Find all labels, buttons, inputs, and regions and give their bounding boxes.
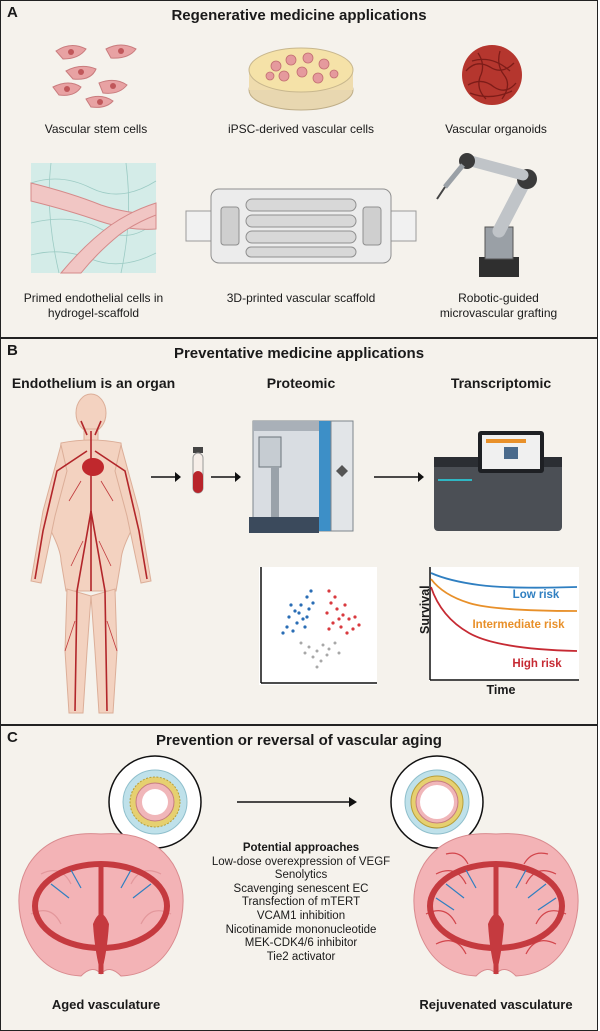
ipsc-caption: iPSC-derived vascular cells xyxy=(227,122,375,136)
stem-cells-icon xyxy=(52,44,137,108)
robot-caption: Robotic-guided microvascular grafting xyxy=(439,291,558,320)
hydrogel-caption: Primed endothelial cells in hydrogel-sca… xyxy=(23,291,164,320)
volcano-plot xyxy=(259,567,377,685)
panel-c: C Prevention or reversal of vascular agi… xyxy=(0,725,598,1031)
organoid-caption: Vascular organoids xyxy=(445,122,547,136)
mass-spectrometer-icon xyxy=(249,420,354,533)
approach-item: VCAM1 inhibition xyxy=(256,909,346,922)
approach-item: Scavenging senescent EC xyxy=(233,882,369,895)
aged-caption: Aged vasculature xyxy=(51,997,161,1012)
panel-title: Preventative medicine applications xyxy=(173,345,425,362)
approach-item: Low-dose overexpression of VEGF xyxy=(211,855,391,868)
panel-label: A xyxy=(7,4,18,21)
rejuvenated-brain-icon xyxy=(413,833,579,977)
approach-item: Senolytics xyxy=(274,869,328,882)
robot-arm-icon xyxy=(436,153,537,277)
approach-item: MEK-CDK4/6 inhibitor xyxy=(244,937,358,950)
petri-dish-icon xyxy=(248,47,354,111)
aged-brain-icon xyxy=(18,833,184,977)
approaches-list: Potential approaches Low-dose overexpres… xyxy=(181,842,421,964)
transcriptomic-heading: Transcriptomic xyxy=(450,375,552,391)
hydrogel-scaffold-icon xyxy=(30,162,157,274)
survival-xlabel: Time xyxy=(486,683,516,697)
low-risk-label: Low risk xyxy=(512,589,560,601)
intermediate-risk-curve xyxy=(430,578,578,612)
reversal-arrow xyxy=(237,797,357,807)
approaches-title: Potential approaches xyxy=(242,842,360,854)
panel-b: B Preventative medicine applications End… xyxy=(0,338,598,725)
panel-label: B xyxy=(7,342,18,359)
printed-scaffold-caption: 3D-printed vascular scaffold xyxy=(226,291,376,305)
sequencer-icon xyxy=(434,431,562,531)
stem-cells-caption: Vascular stem cells xyxy=(44,122,148,136)
high-risk-curve xyxy=(430,586,578,652)
panel-title: Prevention or reversal of vascular aging xyxy=(156,732,442,749)
human-body-icon xyxy=(30,393,152,714)
rejuvenated-vessel-cross-section-icon xyxy=(390,755,484,849)
intermediate-risk-label: Intermediate risk xyxy=(472,619,565,631)
approach-item: Transfection of mTERT xyxy=(241,896,361,909)
arrow-3 xyxy=(374,472,424,482)
endothelium-heading: Endothelium is an organ xyxy=(11,375,176,391)
proteomic-heading: Proteomic xyxy=(266,375,336,391)
printed-scaffold-icon xyxy=(185,188,417,264)
aged-vessel-cross-section-icon xyxy=(108,755,202,849)
survival-plot xyxy=(429,567,579,681)
high-risk-label: High risk xyxy=(512,658,562,670)
panel-label: C xyxy=(7,729,18,746)
arrow-1 xyxy=(151,472,181,482)
low-risk-curve xyxy=(430,572,578,589)
approach-item: Tie2 activator xyxy=(266,950,336,963)
approach-item: Nicotinamide mononucleotide xyxy=(225,923,377,936)
arrow-2 xyxy=(211,472,241,482)
panel-title: Regenerative medicine applications xyxy=(171,7,427,24)
blood-vial-icon xyxy=(192,447,204,494)
survival-ylabel: Survival xyxy=(418,585,432,634)
organoid-icon xyxy=(462,45,522,105)
rejuvenated-caption: Rejuvenated vasculature xyxy=(419,997,573,1012)
panel-a: A Regenerative medicine applications Vas… xyxy=(0,0,598,338)
